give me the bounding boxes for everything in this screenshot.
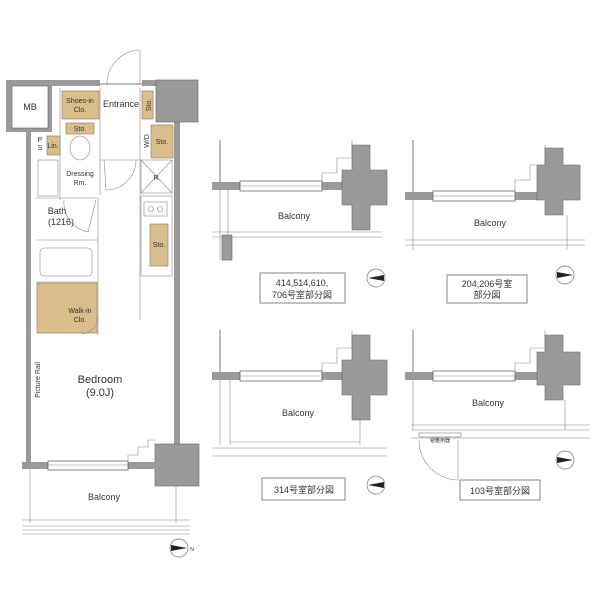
washbasin [37, 159, 59, 197]
dressing-label-2: Rm. [74, 180, 87, 187]
evacuation-door[interactable] [418, 439, 459, 481]
balcony-label: Balcony [278, 211, 311, 221]
dressing-label: Dressing [66, 171, 94, 178]
partial-plan-414: Balcony 414,514,610, 706号室部分図 [212, 140, 388, 304]
balcony-label: Balcony [472, 398, 505, 408]
walk-in-clo-label: Walk-in [68, 308, 91, 315]
shoes-in-clo-label: Shoes-in [66, 98, 94, 105]
caption-line-1: 314号室部分図 [274, 484, 334, 495]
entrance-storage [141, 90, 154, 120]
toilet-sto-label: Sto. [74, 126, 87, 133]
partial-plan-103: Balcony 避難用器 103号室部分図 [405, 330, 590, 501]
refrigerator-label: R [153, 175, 158, 182]
partial-plan-314: Balcony 314号室部分図 [212, 330, 388, 501]
bathtub [39, 247, 93, 277]
caption-box [259, 272, 346, 304]
top-wall [52, 80, 100, 86]
kitchen-counter [140, 195, 173, 277]
linen-closet [46, 135, 61, 156]
mb-room [11, 85, 49, 129]
balcony-label: Balcony [88, 492, 121, 502]
bedroom-size-label: (9.0J) [86, 387, 114, 399]
caption-line-1: 414,514,610, [276, 278, 329, 288]
balcony-label: Balcony [282, 408, 315, 418]
north-compass-icon [366, 475, 386, 495]
structural-column-top [155, 79, 199, 123]
lin-label: Lin. [47, 143, 58, 150]
walk-in-closet [36, 282, 98, 334]
ps-label: P [38, 137, 43, 144]
bedroom-window [47, 460, 129, 471]
balcony-label: Balcony [474, 218, 507, 228]
north-compass-icon [555, 265, 575, 285]
kitchen-storage [149, 223, 169, 267]
ps-label-2: S [38, 145, 43, 152]
left-wall [26, 132, 31, 464]
bath-label: Bath [48, 206, 67, 216]
shoes-in-clo-label-2: Clo. [74, 107, 87, 114]
picture-rail-label: Picture Rail [35, 362, 42, 398]
main-unit-plan: MB Shoes-in Clo. Entrance Sto. Sto. [6, 49, 200, 558]
north-compass-icon [555, 450, 575, 470]
wd-storage [150, 124, 174, 159]
walk-in-door[interactable] [81, 317, 99, 335]
caption-line-1: 103号室部分図 [470, 485, 530, 496]
structural-column-bottom [154, 443, 200, 487]
bottom-wall-right [128, 462, 156, 469]
bottom-wall-left [22, 462, 48, 469]
entrance-door[interactable] [106, 49, 141, 85]
right-wall [174, 120, 180, 450]
caption-line-2: 706号室部分図 [272, 289, 332, 300]
refrigerator [140, 159, 173, 194]
toilet-icon [69, 135, 91, 161]
wd-label: W/D [144, 134, 151, 148]
caption-box [261, 477, 346, 501]
shoes-in-closet [61, 90, 100, 120]
entrance-label: Entrance [103, 99, 139, 109]
toilet-storage [65, 122, 95, 135]
north-compass-icon [169, 538, 189, 558]
evacuation-hatch [418, 432, 462, 438]
hall-door[interactable] [103, 159, 137, 191]
caption-box [446, 274, 528, 304]
bath-door[interactable] [63, 199, 97, 233]
partial-plan-204: Balcony 204,206号室 部分図 [405, 140, 585, 304]
wd-sto-label: Sto. [156, 139, 169, 146]
compass-label: N [190, 547, 194, 553]
bedroom-label: Bedroom [78, 374, 123, 386]
caption-line-1: 204,206号室 [462, 278, 513, 289]
walk-in-clo-label-2: Clo. [74, 317, 87, 324]
mb-label: MB [23, 102, 37, 112]
entrance-sto-label: Sto. [146, 99, 153, 112]
top-wall-right [142, 80, 156, 86]
north-compass-icon [366, 268, 386, 288]
bath-size-label: (1216) [48, 217, 74, 227]
evacuation-label: 避難用器 [430, 437, 450, 444]
caption-line-2: 部分図 [473, 289, 500, 300]
caption-box [459, 479, 541, 501]
cooktop [143, 201, 168, 217]
kitchen-sto-label: Sto. [153, 242, 166, 249]
